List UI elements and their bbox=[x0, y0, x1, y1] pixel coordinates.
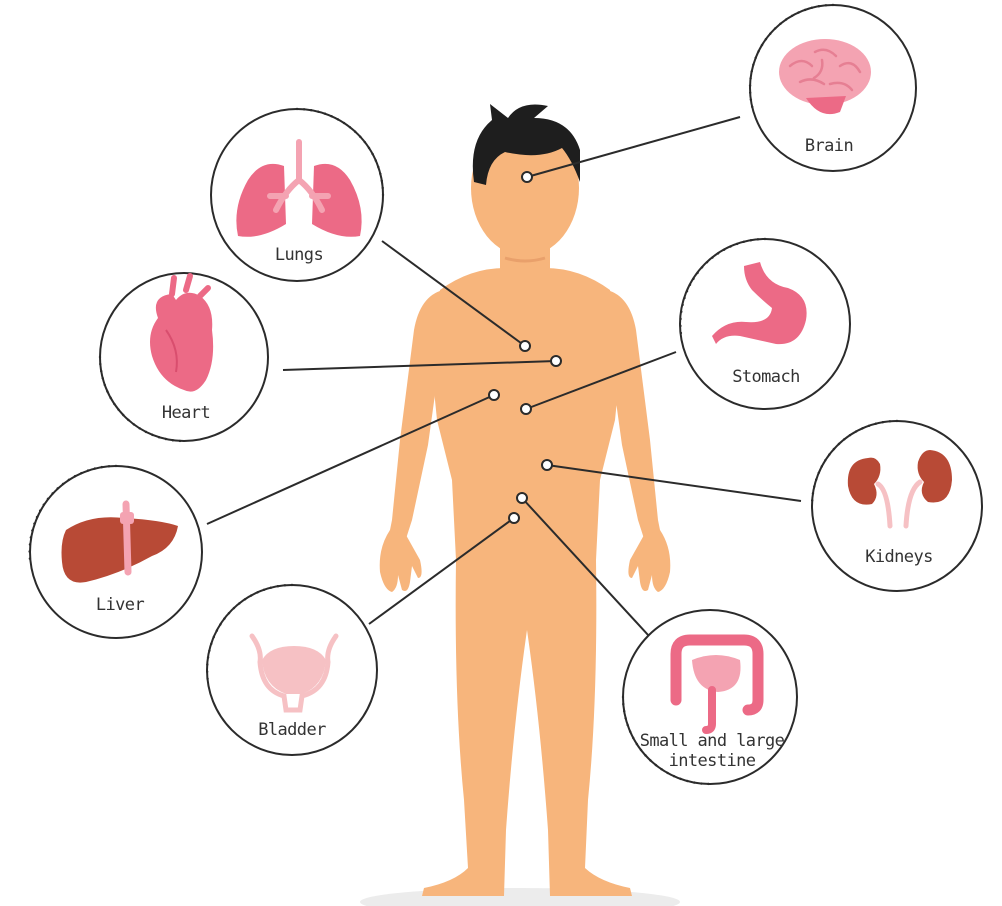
organ-label-lungs: Lungs bbox=[275, 245, 323, 265]
right-hand bbox=[628, 530, 670, 592]
organ-label-liver: Liver bbox=[96, 595, 145, 615]
organ-stomach: Stomach bbox=[680, 239, 850, 409]
organ-intestine: Small and large intestine bbox=[623, 610, 797, 784]
brain-pin bbox=[522, 172, 532, 182]
lungs-pin bbox=[520, 341, 530, 351]
organ-kidneys: Kidneys bbox=[812, 421, 982, 591]
left-hand bbox=[380, 530, 422, 592]
organ-lungs: Lungs bbox=[211, 109, 383, 281]
bladder-pin bbox=[509, 513, 519, 523]
heart-pin bbox=[551, 356, 561, 366]
kidneys-pin bbox=[542, 460, 552, 470]
intestine-pin bbox=[517, 493, 527, 503]
organ-label-heart: Heart bbox=[162, 403, 210, 423]
organ-liver: Liver bbox=[30, 466, 202, 638]
organ-label-kidneys: Kidneys bbox=[865, 547, 932, 567]
liver-pin bbox=[489, 390, 499, 400]
organ-label-intestine-line1: Small and large bbox=[640, 731, 785, 751]
ground-shadow bbox=[360, 888, 680, 906]
organ-label-bladder: Bladder bbox=[258, 720, 326, 740]
organ-bladder: Bladder bbox=[207, 585, 377, 755]
organ-brain: Brain bbox=[750, 5, 916, 171]
left-arm bbox=[388, 290, 443, 545]
organ-label-brain: Brain bbox=[805, 136, 853, 156]
organ-label-intestine-line2: intestine bbox=[669, 751, 756, 771]
stomach-pin bbox=[521, 404, 531, 414]
human-body-figure bbox=[380, 120, 671, 896]
organ-label-stomach: Stomach bbox=[732, 367, 799, 387]
organ-heart: Heart bbox=[100, 273, 268, 441]
